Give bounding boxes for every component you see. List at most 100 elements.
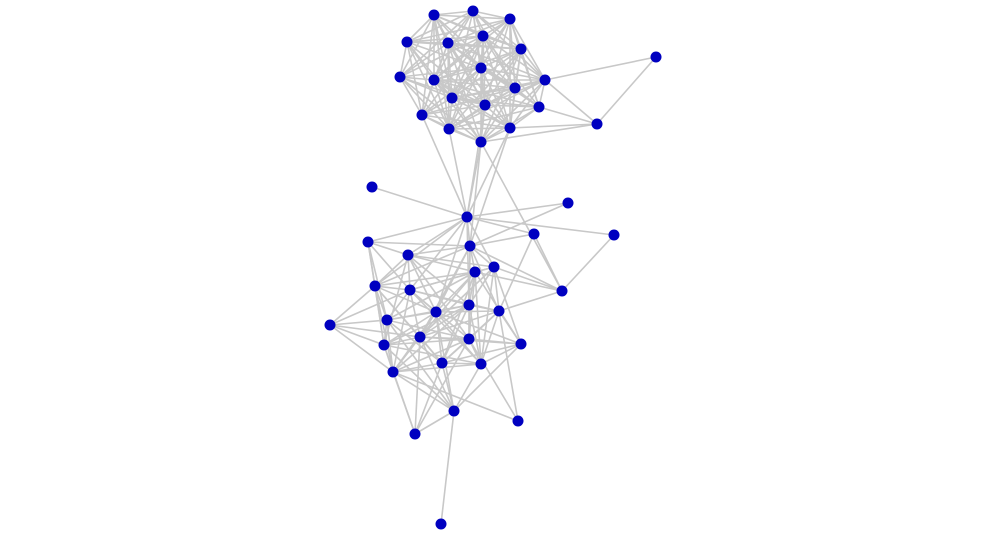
graph-edge (383, 304, 470, 346)
graph-node[interactable] (562, 197, 574, 209)
graph-edge (419, 310, 500, 338)
graph-edge (399, 42, 449, 78)
graph-node[interactable] (475, 358, 487, 370)
graph-node[interactable] (608, 229, 620, 241)
graph-node[interactable] (443, 123, 455, 135)
graph-edge (448, 106, 540, 130)
graph-edge (392, 371, 519, 422)
graph-node[interactable] (378, 339, 390, 351)
graph-node[interactable] (404, 284, 416, 296)
graph-node[interactable] (381, 314, 393, 326)
graph-node[interactable] (504, 13, 516, 25)
graph-edge (484, 104, 540, 108)
graph-edge (448, 127, 511, 130)
graph-edge (472, 10, 511, 20)
graph-edge (399, 35, 484, 78)
graph-node[interactable] (428, 74, 440, 86)
graph-node[interactable] (387, 366, 399, 378)
graph-node[interactable] (650, 51, 662, 63)
graph-node[interactable] (463, 333, 475, 345)
graph-node[interactable] (442, 37, 454, 49)
graph-node[interactable] (556, 285, 568, 297)
graph-edge (329, 319, 388, 326)
graph-node[interactable] (488, 261, 500, 273)
graph-edge (482, 35, 511, 129)
graph-node[interactable] (324, 319, 336, 331)
graph-edge (399, 76, 435, 81)
graph-node[interactable] (416, 109, 428, 121)
graph-node[interactable] (369, 280, 381, 292)
graph-edge (367, 241, 409, 256)
graph-node[interactable] (512, 415, 524, 427)
graph-node[interactable] (528, 228, 540, 240)
graph-edge (469, 245, 500, 312)
graph-node[interactable] (362, 236, 374, 248)
graph-node[interactable] (539, 74, 551, 86)
graph-node[interactable] (446, 92, 458, 104)
graph-node[interactable] (467, 5, 479, 17)
graph-edge (448, 128, 482, 143)
graph-node[interactable] (469, 266, 481, 278)
graph-node[interactable] (464, 240, 476, 252)
graph-edge (480, 310, 500, 365)
graph-node[interactable] (504, 122, 516, 134)
graph-edge (533, 233, 563, 292)
graph-edge (367, 241, 388, 321)
graph-node[interactable] (394, 71, 406, 83)
graph-node[interactable] (430, 306, 442, 318)
graph-edge (441, 362, 482, 365)
graph-node[interactable] (461, 211, 473, 223)
graph-node[interactable] (477, 30, 489, 42)
graph-node[interactable] (401, 36, 413, 48)
graph-edge (498, 310, 519, 422)
graph-edge (374, 254, 409, 287)
graph-edge (407, 254, 476, 273)
graph-edge (367, 241, 471, 247)
graph-node[interactable] (591, 118, 603, 130)
graph-edge (399, 76, 423, 116)
graph-node[interactable] (479, 99, 491, 111)
graph-node[interactable] (463, 299, 475, 311)
graph-edge (367, 241, 411, 291)
graph-edge (392, 371, 455, 412)
graph-edge (451, 97, 540, 108)
graph-edge (435, 310, 500, 313)
graph-node[interactable] (366, 181, 378, 193)
graph-edge (406, 14, 435, 43)
graph-edge (421, 14, 435, 116)
graph-node[interactable] (435, 518, 447, 530)
graph-edge (409, 216, 468, 291)
graph-edge (386, 319, 455, 412)
graph-edge (469, 202, 569, 247)
graph-edge (399, 76, 450, 130)
graph-node[interactable] (448, 405, 460, 417)
graph-edge (480, 18, 511, 69)
graph-edge (468, 338, 522, 345)
graph-node[interactable] (414, 331, 426, 343)
graph-node[interactable] (436, 357, 448, 369)
graph-edge (329, 324, 421, 338)
graph-edge (433, 79, 516, 89)
graph-edge (509, 79, 546, 129)
graph-node[interactable] (493, 305, 505, 317)
graph-node[interactable] (515, 338, 527, 350)
graph-node[interactable] (402, 249, 414, 261)
graph-edge (406, 18, 511, 43)
graph-edge (509, 123, 598, 129)
graph-edge (451, 97, 482, 143)
graph-node[interactable] (475, 136, 487, 148)
graph-node[interactable] (515, 43, 527, 55)
graph-edge (409, 271, 476, 291)
graph-node[interactable] (409, 428, 421, 440)
graph-edge (419, 336, 443, 364)
graph-node[interactable] (533, 101, 545, 113)
graph-edge (399, 67, 482, 78)
graph-edge (407, 254, 470, 306)
graph-edge (406, 10, 474, 43)
graph-edge (392, 363, 482, 373)
graph-edge (409, 289, 482, 365)
graph-node[interactable] (475, 62, 487, 74)
graph-edge (392, 336, 421, 373)
graph-node[interactable] (509, 82, 521, 94)
graph-node[interactable] (428, 9, 440, 21)
